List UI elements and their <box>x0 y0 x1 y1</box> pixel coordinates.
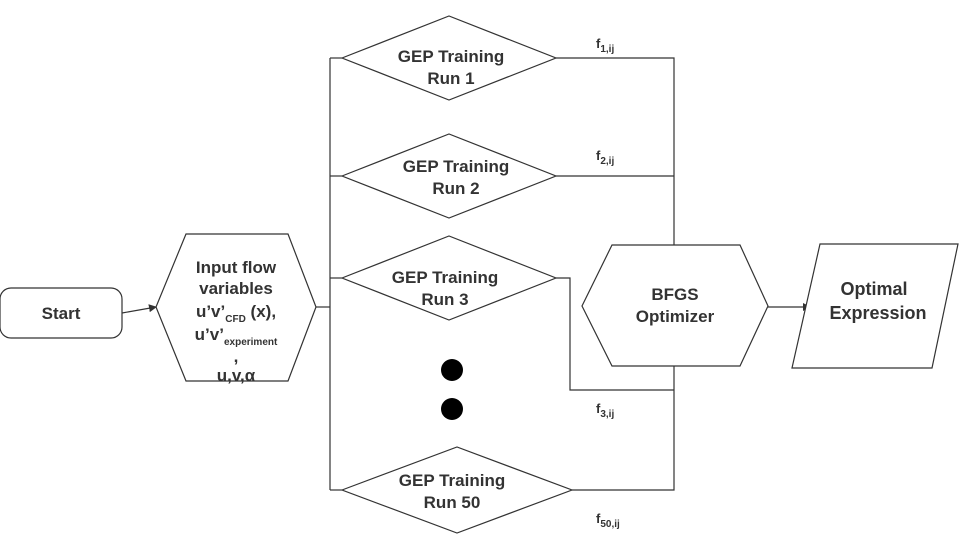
edge-run50-to-optimizer <box>572 366 675 491</box>
optimizer-hexagon <box>581 244 769 367</box>
run-2-diamond <box>340 133 558 219</box>
run-50-line-1: GEP Training <box>399 471 505 490</box>
ellipsis-dots <box>441 359 463 420</box>
edge-run1-to-optimizer <box>556 57 675 245</box>
ellipsis-dot-2 <box>441 398 463 420</box>
run-1-node: GEP Training Run 1 <box>340 15 558 101</box>
run-3-node: GEP Training Run 3 <box>340 235 558 321</box>
run-3-line-1: GEP Training <box>392 268 498 287</box>
run-1-diamond <box>340 15 558 101</box>
edge-run3-to-optimizer <box>556 277 674 391</box>
run-50-line-2: Run 50 <box>424 493 481 512</box>
edge-start-to-input <box>121 304 157 314</box>
input-line-5: , <box>234 347 239 366</box>
start-label: Start <box>42 304 81 323</box>
run-50-diamond <box>340 446 574 534</box>
output-line-2: Expression <box>829 303 926 323</box>
run-3-diamond <box>340 235 558 321</box>
output-node: Optimal Expression <box>791 243 959 369</box>
input-line-2: variables <box>199 279 273 298</box>
input-line-3: u’v’CFD (x), <box>196 302 276 325</box>
input-node: Input flow variables u’v’CFD (x), u’v’ex… <box>155 233 317 385</box>
optimizer-node: BFGS Optimizer <box>581 244 769 367</box>
run-50-node: GEP Training Run 50 <box>340 446 574 534</box>
start-box <box>0 287 123 339</box>
ellipsis-dot-1 <box>441 359 463 381</box>
input-line-6: u,v,α <box>217 366 256 385</box>
edge-label-run-50: f50,ij <box>596 511 620 530</box>
run-2-line-2: Run 2 <box>432 179 479 198</box>
optimizer-line-2: Optimizer <box>636 307 715 326</box>
input-line-1: Input flow <box>196 258 277 277</box>
edge-label-run-1: f1,ij <box>596 36 614 55</box>
run-2-node: GEP Training Run 2 <box>340 133 558 219</box>
run-2-line-1: GEP Training <box>403 157 509 176</box>
edge-label-run-2: f2,ij <box>596 148 614 167</box>
start-node: Start <box>0 287 123 339</box>
input-line-4: u’v’experiment <box>195 325 278 348</box>
edge-label-run-3: f3,ij <box>596 401 614 420</box>
optimizer-line-1: BFGS <box>651 285 698 304</box>
connectors <box>121 57 811 491</box>
output-parallelogram <box>791 243 959 369</box>
run-1-line-2: Run 1 <box>427 69 474 88</box>
output-line-1: Optimal <box>840 279 907 299</box>
run-1-line-1: GEP Training <box>398 47 504 66</box>
input-hexagon <box>155 233 317 382</box>
run-3-line-2: Run 3 <box>421 290 468 309</box>
